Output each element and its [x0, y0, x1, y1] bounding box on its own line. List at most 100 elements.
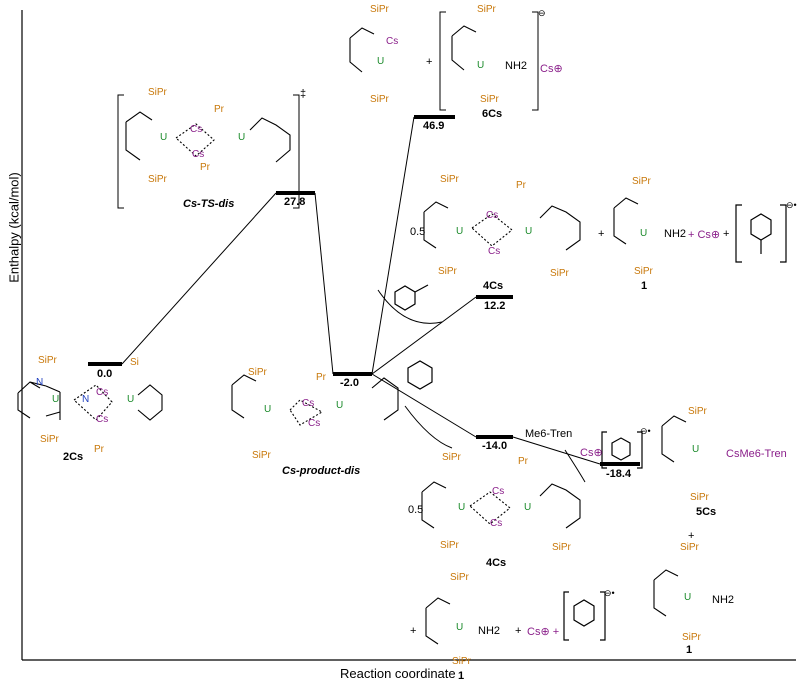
svg-text:Pr: Pr [200, 162, 211, 173]
label-2cs: 2Cs [63, 451, 84, 463]
6cs-brackets [439, 11, 539, 111]
plus-4cs-top-a: + [598, 228, 605, 240]
label-1-right: 1 [686, 644, 693, 656]
molecule-ts [125, 111, 291, 163]
charge-benzene-anion-a: ⊖• [640, 426, 651, 436]
svg-text:U: U [238, 132, 245, 143]
plus-right: + [688, 530, 695, 542]
svg-text:SiPr: SiPr [40, 434, 60, 445]
svg-text:Pr: Pr [214, 104, 225, 115]
svg-text:SiPr: SiPr [634, 266, 654, 277]
svg-text:Cs: Cs [96, 414, 108, 425]
svg-text:Cs: Cs [490, 518, 502, 529]
svg-text:Pr: Pr [516, 180, 527, 191]
label-1-bottom: 1 [458, 670, 465, 682]
plus-bottom-b: + [515, 625, 522, 637]
molecule-1-bottom [425, 597, 451, 645]
energy-4cs-benzene: -14.0 [482, 440, 508, 452]
svg-text:U: U [640, 228, 647, 239]
cs-cation-6cs: Cs⊕ [540, 63, 563, 75]
atom-decorations: U U Cs Cs N N SiPr SiPr Pr Si U U Cs Cs … [36, 4, 710, 667]
svg-text:Pr: Pr [518, 456, 529, 467]
molecule-4cs-top [423, 201, 581, 251]
molecule-6cs-left [349, 27, 375, 73]
label-product: Cs-product-dis [282, 465, 361, 477]
charge-6cs: ⊖ [538, 8, 546, 18]
svg-text:SiPr: SiPr [688, 406, 708, 417]
benzene-icon [407, 360, 433, 390]
svg-text:Cs: Cs [386, 36, 398, 47]
label-4cs-top: 4Cs [483, 280, 504, 292]
energy-ts: 27.8 [284, 196, 306, 208]
svg-text:U: U [684, 592, 691, 603]
energy-4cs-toluene: 12.2 [484, 300, 506, 312]
molecule-2cs [17, 381, 163, 421]
svg-text:SiPr: SiPr [248, 367, 268, 378]
plus-bottom-a: + [410, 625, 417, 637]
svg-text:SiPr: SiPr [148, 174, 168, 185]
svg-text:SiPr: SiPr [550, 268, 570, 279]
svg-text:Pr: Pr [316, 372, 327, 383]
ts-dagger: ‡ [300, 88, 307, 100]
me6tren-label: Me6-Tren [525, 428, 573, 440]
label-4cs-bottom: 4Cs [486, 557, 507, 569]
energy-product: -2.0 [340, 377, 359, 389]
charge-toluene-anion: ⊖• [786, 200, 797, 210]
svg-text:U: U [336, 400, 343, 411]
label-1-top: 1 [641, 280, 648, 292]
svg-text:U: U [127, 394, 134, 405]
svg-text:U: U [264, 404, 271, 415]
energy-levels [88, 115, 640, 466]
svg-text:SiPr: SiPr [148, 87, 168, 98]
svg-text:Cs: Cs [302, 398, 314, 409]
ts-brackets [117, 94, 300, 209]
connectors [121, 116, 601, 465]
cs-cation-top: + Cs⊕ [688, 229, 721, 241]
molecule-product [231, 374, 399, 426]
svg-text:U: U [525, 226, 532, 237]
svg-text:SiPr: SiPr [690, 492, 710, 503]
half-top: 0.5 [410, 226, 426, 238]
svg-text:Cs: Cs [190, 124, 202, 135]
svg-text:SiPr: SiPr [452, 656, 472, 667]
svg-text:N: N [36, 377, 43, 388]
label-5cs: 5Cs [696, 506, 717, 518]
svg-text:N: N [82, 394, 89, 405]
y-axis-label: Enthalpy (kcal/mol) [6, 172, 22, 283]
svg-text:SiPr: SiPr [480, 94, 500, 105]
svg-text:Cs: Cs [96, 387, 108, 398]
svg-text:SiPr: SiPr [552, 542, 572, 553]
molecule-6cs-right [451, 25, 477, 71]
svg-text:SiPr: SiPr [370, 4, 390, 15]
nh2-1-bottom: NH2 [478, 625, 501, 637]
svg-text:U: U [692, 444, 699, 455]
svg-text:U: U [458, 502, 465, 513]
svg-text:SiPr: SiPr [38, 355, 58, 366]
x-axis-label: Reaction coordinate [340, 666, 456, 681]
toluene-anion-icon [735, 204, 787, 263]
molecule-4cs-bottom [421, 481, 581, 529]
svg-text:U: U [524, 502, 531, 513]
svg-text:SiPr: SiPr [632, 176, 652, 187]
svg-text:U: U [52, 394, 59, 405]
svg-text:U: U [456, 226, 463, 237]
molecule-1-right [653, 569, 679, 617]
reaction-arrows [377, 289, 586, 483]
charge-benzene-anion-b: ⊖• [604, 588, 615, 598]
svg-text:SiPr: SiPr [680, 542, 700, 553]
molecule-1-top [613, 197, 639, 245]
nh2-1-right: NH2 [712, 594, 735, 606]
label-6cs: 6Cs [482, 108, 503, 120]
benzene-anion-icon-b [563, 591, 606, 641]
nh2-6cs: NH2 [505, 60, 528, 72]
svg-text:U: U [456, 622, 463, 633]
energy-2cs: 0.0 [97, 368, 113, 380]
svg-text:SiPr: SiPr [477, 4, 497, 15]
energy-6cs: 46.9 [423, 120, 445, 132]
svg-text:Cs: Cs [192, 149, 204, 160]
molecule-5cs [661, 415, 687, 463]
cs-cation-bottom: Cs⊕ + [527, 626, 560, 638]
plus-6cs: + [426, 56, 433, 68]
plus-4cs-top-b: + [723, 228, 730, 240]
